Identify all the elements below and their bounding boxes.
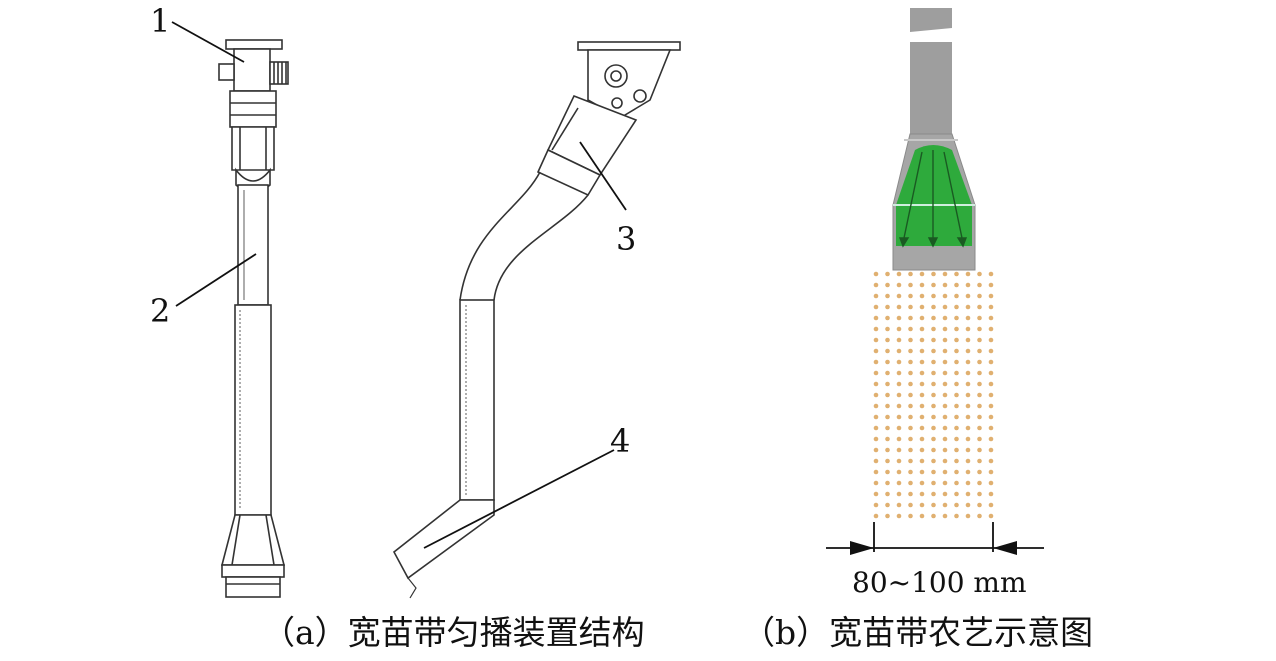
dimension-indicator <box>826 522 1044 555</box>
part-label-3: 3 <box>616 220 636 258</box>
seed-tube-schematic <box>892 8 976 271</box>
device-side-view <box>392 41 681 599</box>
caption-b: （b）宽苗带农艺示意图 <box>742 613 1094 652</box>
part-label-4: 4 <box>610 422 630 460</box>
leader-lines-left <box>171 21 257 307</box>
device-front-view <box>218 39 289 598</box>
part-label-2: 2 <box>150 292 170 330</box>
dimension-label: 80~100 mm <box>852 566 1027 599</box>
leader-lines-middle <box>423 141 627 549</box>
seed-dot-grid <box>873 271 994 519</box>
caption-a: （a）宽苗带匀播装置结构 <box>262 613 645 652</box>
part-label-1: 1 <box>150 2 170 40</box>
